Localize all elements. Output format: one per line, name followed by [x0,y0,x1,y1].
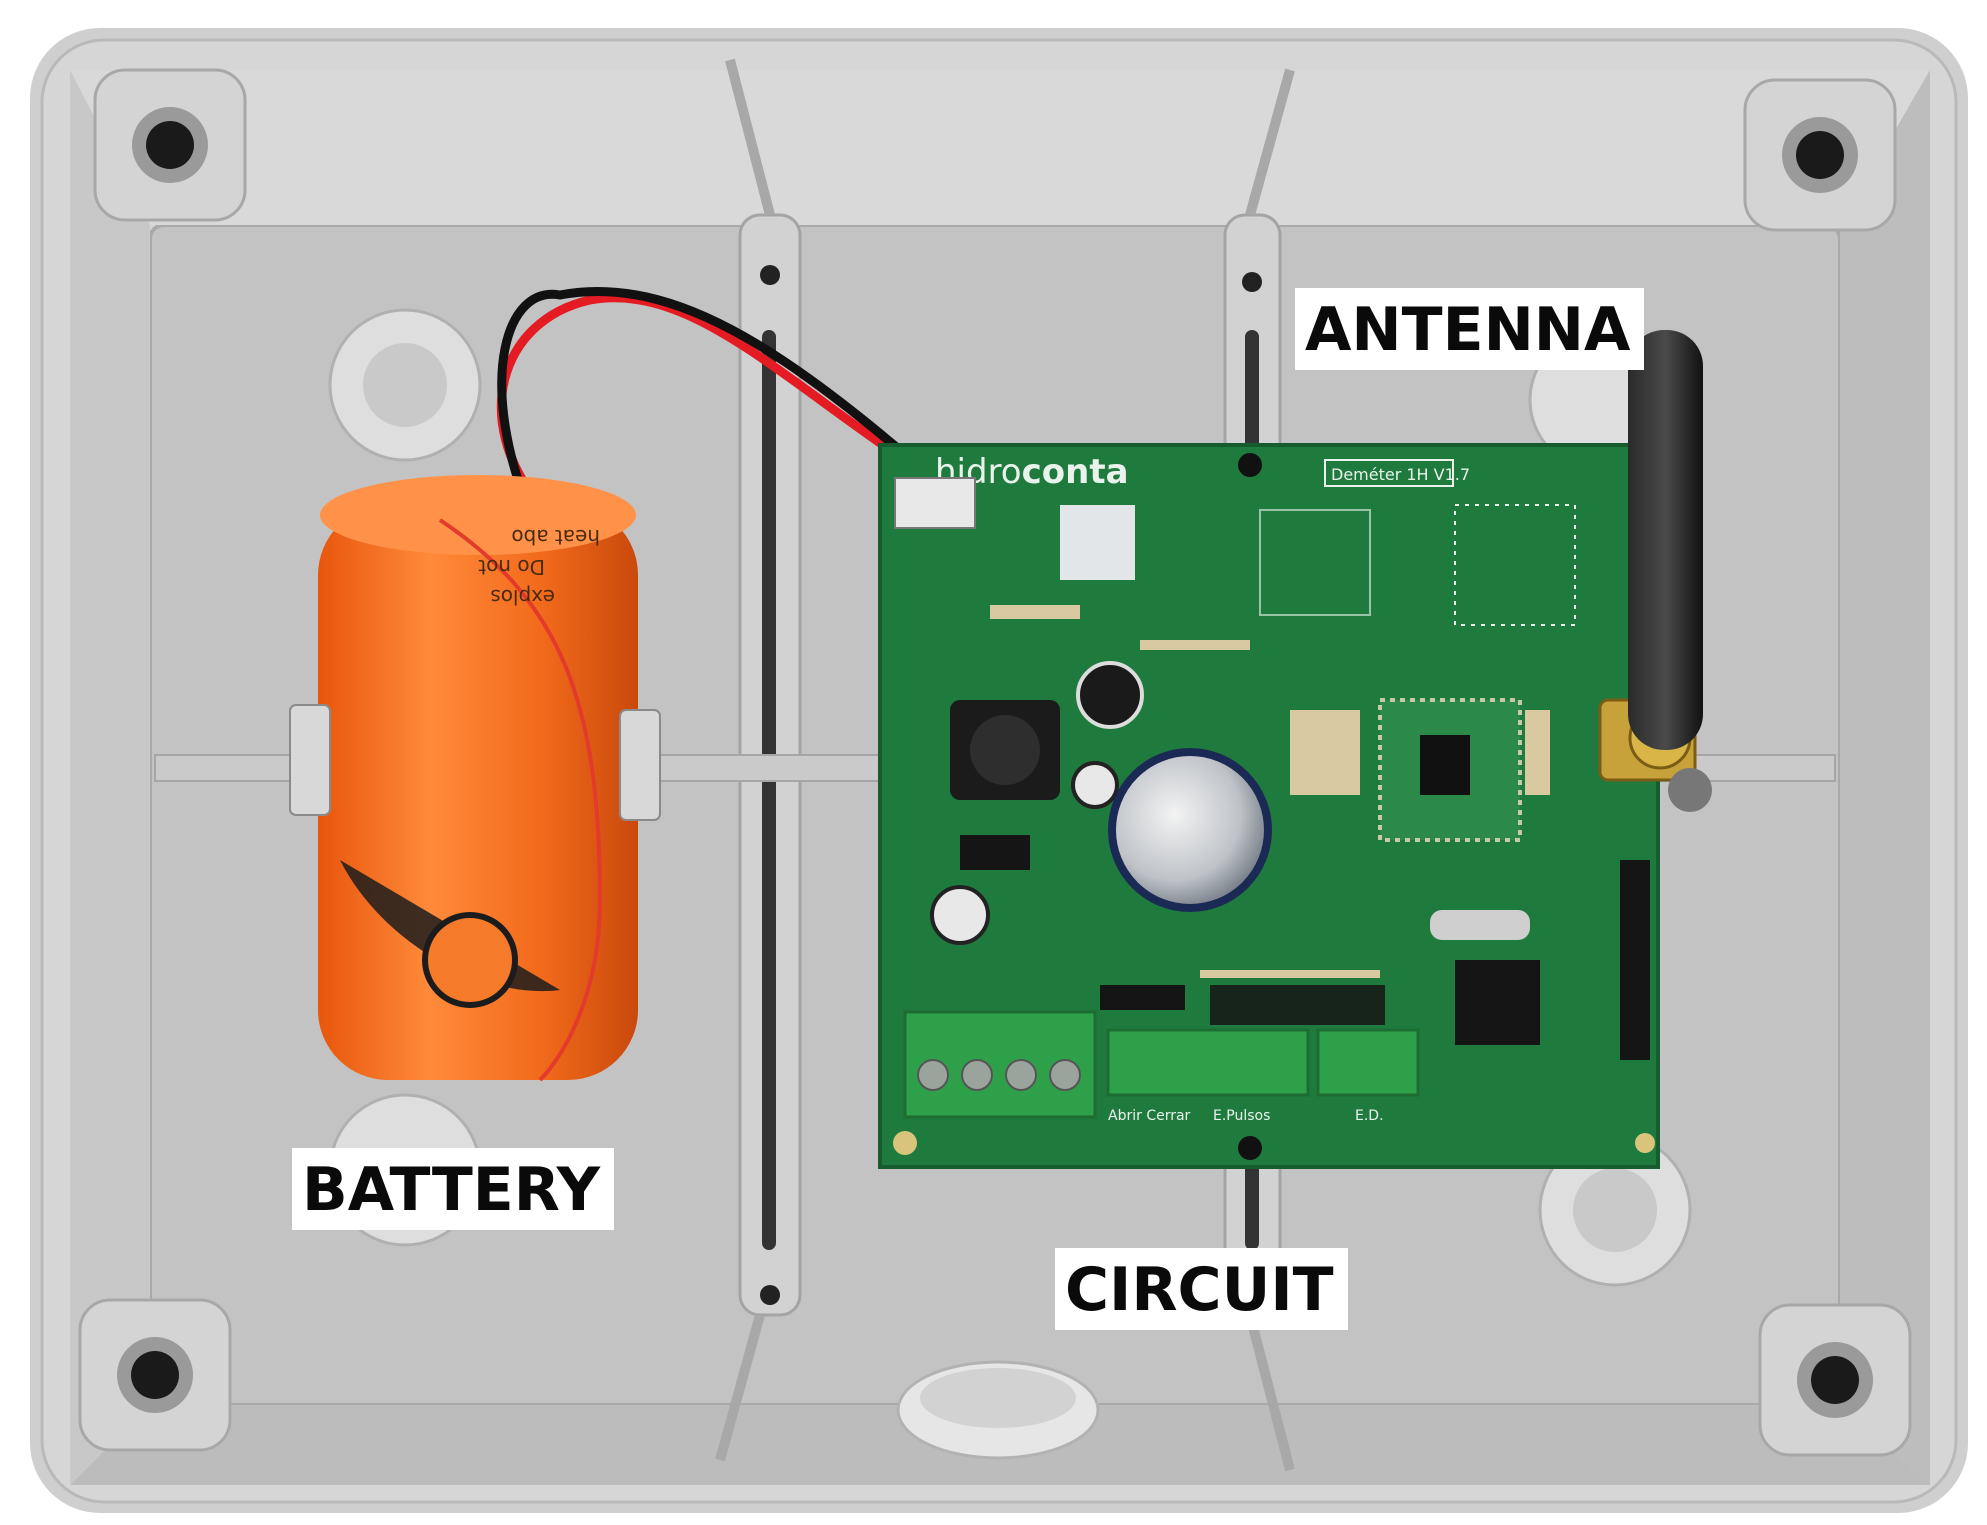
board-brand: hidroconta [935,452,1129,492]
inner-wall-left [70,70,150,1485]
battery-print-line-1: Do not [478,555,545,579]
corner-screw-posts [78,68,1912,1457]
terminal-label-ed: E.D. [1355,1108,1384,1124]
circuit-board: hidroconta Deméter 1H V1.7 [878,443,1660,1169]
inner-wall-right [1840,70,1930,1485]
circuit-callout: CIRCUIT [1055,1248,1348,1330]
terminal-block-3 [1106,1028,1310,1097]
inner-wall-top [70,70,1930,225]
capacitor-small-3 [930,885,990,945]
battery-callout: BATTERY [292,1148,615,1230]
capacitor-small-2 [1071,761,1119,809]
terminal-label-pulsos: E.Pulsos [1213,1108,1270,1124]
antenna-callout: ANTENNA [1295,288,1645,370]
terminal-block-2 [1316,1028,1420,1097]
capacitor-small-1 [1076,661,1144,729]
battery-print-line-3: heat abo [511,525,600,549]
battery-wires [496,286,973,514]
capacitor-large [1108,748,1272,912]
battery-cell: Do not explos heat abo [289,475,661,1082]
battery-print-line-2: explos [490,585,555,609]
antenna [1598,330,1712,812]
board-model-label: Deméter 1H V1.7 [1331,465,1470,484]
terminal-label-abrir-cerrar: Abrir Cerrar [1108,1108,1191,1124]
